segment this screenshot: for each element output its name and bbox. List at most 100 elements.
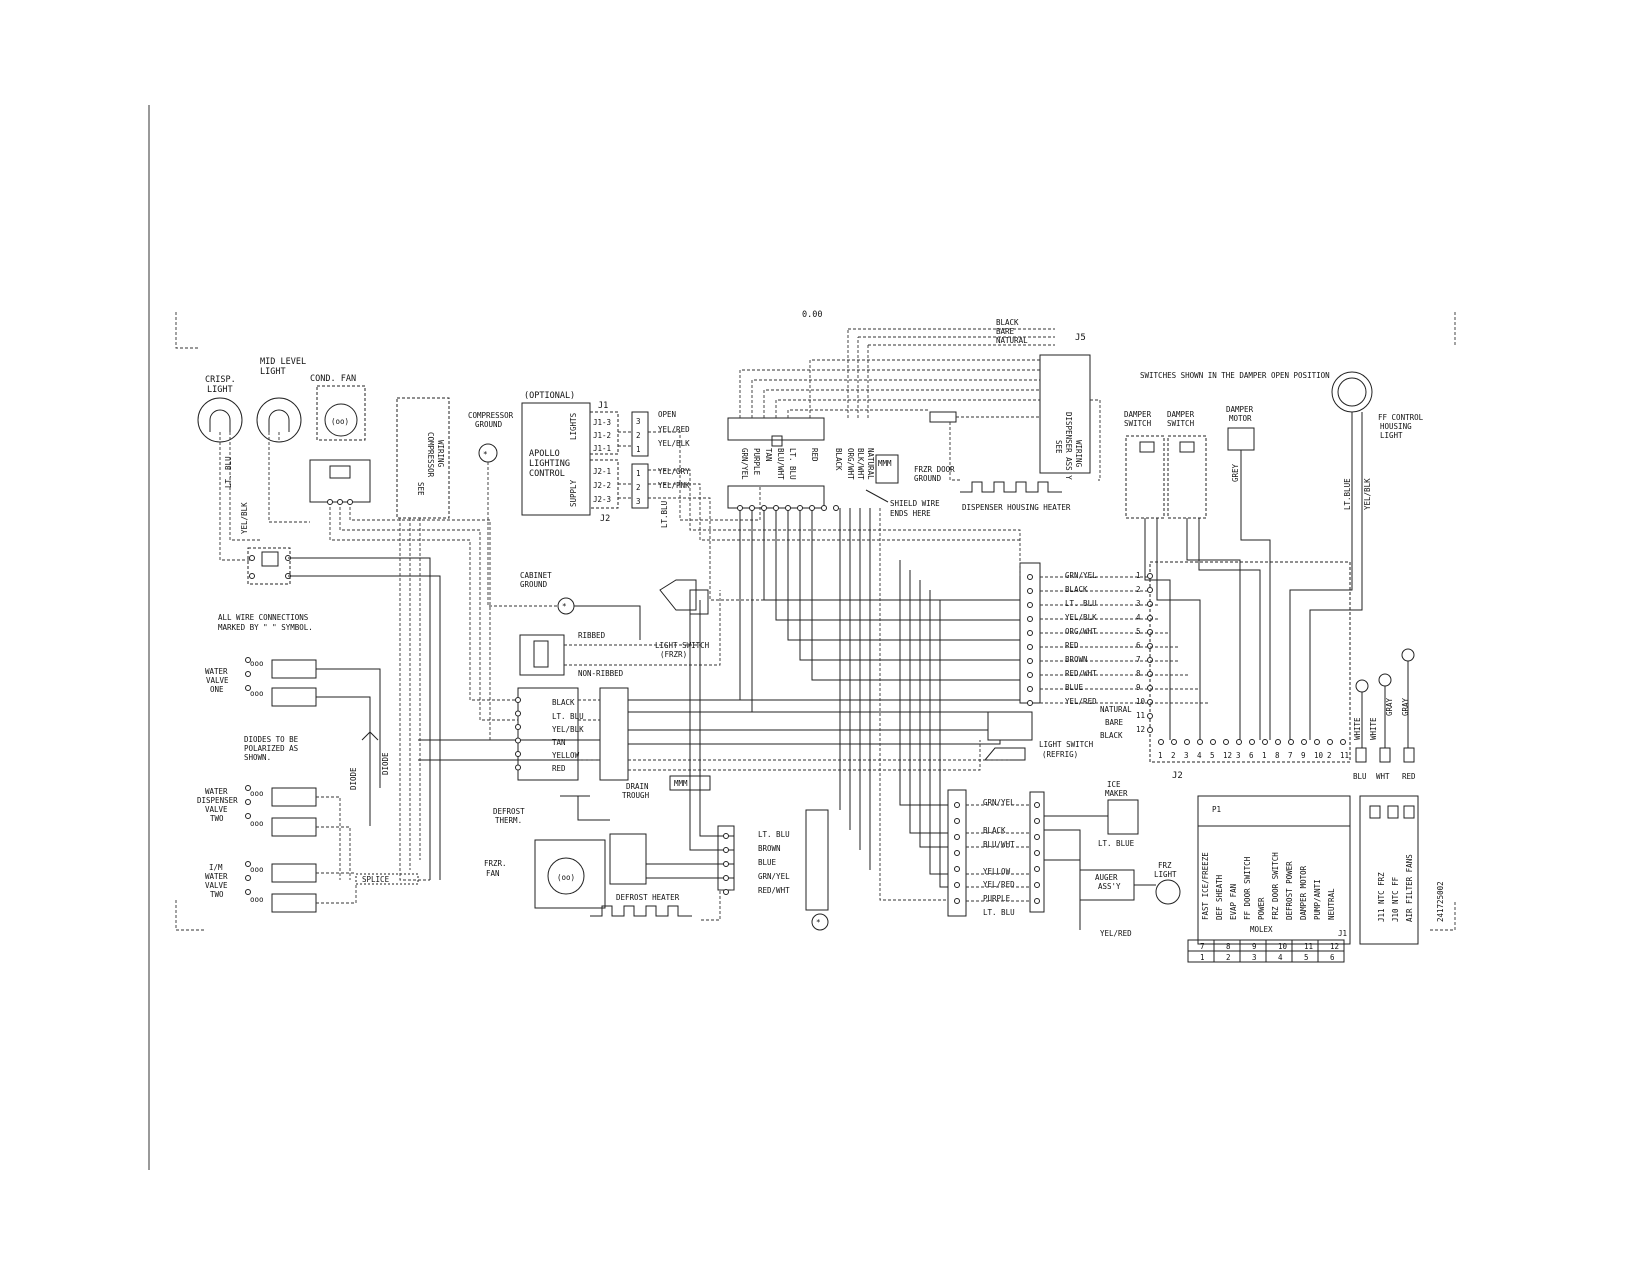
j2-terminal bbox=[1147, 629, 1153, 635]
svg-text:J11 NTC FRZ: J11 NTC FRZ bbox=[1377, 872, 1386, 922]
ff-control-light: FF CONTROL HOUSING LIGHT LT.BLUE YEL/BLK bbox=[1331, 371, 1424, 510]
svg-text:ORG/WHT: ORG/WHT bbox=[1065, 627, 1097, 636]
top-harness: BLACK BARE NATURAL J5 bbox=[848, 318, 1086, 346]
svg-text:GRN/YEL: GRN/YEL bbox=[740, 448, 749, 480]
note-diodes-line2: POLARIZED AS bbox=[244, 744, 299, 753]
svg-text:YELLOW: YELLOW bbox=[983, 867, 1011, 876]
svg-text:YEL/GRY: YEL/GRY bbox=[658, 467, 690, 476]
terminal-dot bbox=[1027, 630, 1033, 636]
j2-terminal bbox=[1262, 739, 1268, 745]
light-switch-refrig: LIGHT SWITCH (REFRIG) bbox=[983, 711, 1094, 761]
terminal-dot bbox=[245, 685, 251, 691]
svg-text:RED: RED bbox=[1065, 641, 1079, 650]
svg-text:ooo: ooo bbox=[250, 659, 264, 668]
svg-text:RED: RED bbox=[810, 448, 819, 462]
svg-text:NEUTRAL: NEUTRAL bbox=[1327, 888, 1336, 920]
j2-bottom-pin: 3 bbox=[1184, 751, 1189, 760]
terminal-dot bbox=[1027, 700, 1033, 706]
svg-text:J1-1: J1-1 bbox=[593, 444, 611, 453]
svg-text:DEF SHEATH: DEF SHEATH bbox=[1215, 874, 1224, 920]
damper-motor: DAMPER MOTOR GREY bbox=[1226, 405, 1255, 482]
svg-text:*: * bbox=[562, 602, 567, 611]
svg-text:3: 3 bbox=[636, 497, 641, 506]
ribbed-connector: RIBBED NON-RIBBED bbox=[519, 631, 624, 678]
shield-wire-note: SHIELD WIRE ENDS HERE bbox=[865, 489, 940, 518]
svg-text:HOUSING: HOUSING bbox=[1380, 422, 1412, 431]
svg-text:APOLLO: APOLLO bbox=[529, 449, 560, 459]
wire-paths bbox=[219, 329, 1409, 930]
terminal-dot bbox=[1027, 574, 1033, 580]
terminal-dot bbox=[515, 710, 521, 717]
svg-text:SWITCH: SWITCH bbox=[1124, 419, 1152, 428]
svg-text:LIGHT: LIGHT bbox=[1154, 870, 1177, 879]
svg-text:J1: J1 bbox=[598, 401, 608, 411]
note-switches: SWITCHES SHOWN IN THE DAMPER OPEN POSITI… bbox=[1140, 371, 1330, 380]
cond-fan: (oo) COND. FAN bbox=[309, 374, 371, 503]
j2-terminal bbox=[1147, 685, 1153, 691]
svg-text:NON-RIBBED: NON-RIBBED bbox=[578, 669, 624, 678]
j2-bottom-pin: 12 bbox=[1223, 751, 1232, 760]
terminal-dot bbox=[723, 889, 729, 895]
molex-cell: 3 bbox=[1252, 953, 1257, 962]
j2-terminal bbox=[1171, 739, 1177, 745]
j2-terminal bbox=[1184, 739, 1190, 745]
top-mark: 0.00 bbox=[802, 310, 822, 320]
svg-text:PURPLE: PURPLE bbox=[752, 448, 761, 476]
svg-text:DISPENSER: DISPENSER bbox=[197, 796, 238, 805]
svg-text:LT. BLU: LT. BLU bbox=[983, 908, 1015, 917]
j2-terminal bbox=[1210, 739, 1216, 745]
molex-cell: 11 bbox=[1304, 942, 1313, 951]
terminal-dot bbox=[737, 505, 743, 511]
terminal-dot bbox=[954, 818, 960, 824]
svg-text:DEFROST HEATER: DEFROST HEATER bbox=[616, 893, 680, 902]
svg-text:ICE: ICE bbox=[1107, 780, 1121, 789]
j2-terminal bbox=[1147, 573, 1153, 579]
svg-text:FF DOOR SWITCH: FF DOOR SWITCH bbox=[1243, 856, 1252, 920]
svg-text:MID LEVEL: MID LEVEL bbox=[260, 357, 306, 367]
note-wire-line1: ALL WIRE CONNECTIONS bbox=[218, 613, 309, 622]
svg-text:WHT: WHT bbox=[1376, 772, 1390, 781]
svg-text:YEL/BLK: YEL/BLK bbox=[1363, 478, 1372, 510]
svg-text:GRN/YEL: GRN/YEL bbox=[1065, 571, 1097, 580]
svg-text:WATER: WATER bbox=[205, 667, 228, 676]
svg-text:FRZ: FRZ bbox=[1158, 861, 1172, 870]
note-diodes-line1: DIODES TO BE bbox=[244, 735, 299, 744]
svg-text:J2-1: J2-1 bbox=[593, 467, 611, 476]
svg-text:MMM: MMM bbox=[674, 779, 688, 788]
j2-terminal bbox=[1147, 615, 1153, 621]
molex-cell: 6 bbox=[1330, 953, 1335, 962]
j2-terminal bbox=[1147, 671, 1153, 677]
frz-light: FRZ LIGHT bbox=[1154, 861, 1181, 905]
terminal-dot bbox=[1034, 850, 1040, 856]
apollo-side-connectors: 3 2 1 1 2 3 OPEN YEL/RED YEL/BLK YEL/GRY… bbox=[631, 410, 690, 528]
svg-text:VALVE: VALVE bbox=[205, 805, 228, 814]
svg-text:RED/WHT: RED/WHT bbox=[1065, 669, 1097, 678]
svg-text:1: 1 bbox=[636, 469, 641, 478]
j2-terminal bbox=[1314, 739, 1320, 745]
svg-text:I/M: I/M bbox=[209, 863, 223, 872]
terminal-dot bbox=[723, 833, 729, 839]
terminal-dot bbox=[1034, 898, 1040, 904]
molex-cell: 2 bbox=[1226, 953, 1231, 962]
svg-text:TROUGH: TROUGH bbox=[622, 791, 650, 800]
svg-text:J1-3: J1-3 bbox=[593, 418, 611, 427]
svg-text:DEFROST: DEFROST bbox=[493, 807, 525, 816]
svg-text:DIODE: DIODE bbox=[381, 752, 390, 775]
svg-text:J2: J2 bbox=[1172, 771, 1183, 781]
svg-text:DIODE: DIODE bbox=[349, 767, 358, 790]
note-wire-line2: MARKED BY " " SYMBOL. bbox=[218, 623, 313, 632]
j2-left-pin: 5 bbox=[1136, 627, 1141, 636]
svg-text:CRISP.: CRISP. bbox=[205, 375, 236, 385]
j2-left-pin: 11 bbox=[1136, 711, 1145, 720]
svg-text:J2-2: J2-2 bbox=[593, 481, 611, 490]
auger-assy: AUGER ASS'Y bbox=[1079, 869, 1135, 901]
dispenser-assembly: SEE DISPENSER ASS'Y WIRING DISPENSER HOU… bbox=[929, 354, 1091, 512]
terminal-dot bbox=[1034, 882, 1040, 888]
terminal-dot bbox=[1034, 866, 1040, 872]
terminal-dot bbox=[245, 785, 251, 791]
svg-text:PURPLE: PURPLE bbox=[983, 894, 1011, 903]
splice-label: SPLICE bbox=[355, 873, 419, 885]
j2-bottom-pin: 8 bbox=[1275, 751, 1280, 760]
